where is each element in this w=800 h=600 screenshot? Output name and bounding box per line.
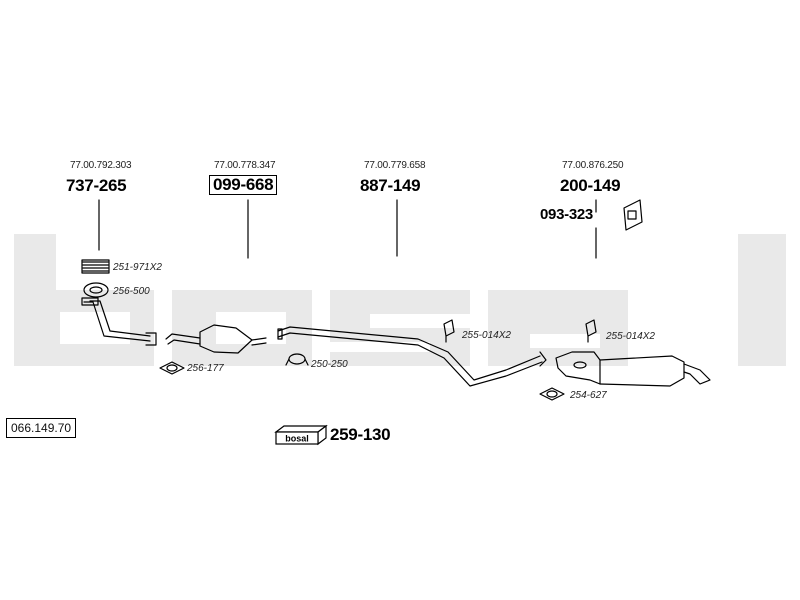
label-bracket-rear: 255-014X2: [606, 331, 655, 342]
clamp-icon: [285, 353, 309, 366]
diagram-reference: 066.149.70: [6, 418, 77, 438]
label-flange-gasket: 256-177: [187, 363, 224, 374]
bracket-middle-icon: [443, 319, 455, 343]
part-number-front-pipe[interactable]: 737-265: [66, 176, 127, 195]
oe-number-3: 77.00.779.658: [364, 160, 426, 171]
catalytic-converter-icon: [165, 324, 267, 354]
front-pipe-icon: [81, 297, 157, 346]
rear-silencer-icon: [555, 351, 711, 387]
part-number-rear-silencer[interactable]: 200-149: [560, 176, 621, 195]
part-number-middle-pipe[interactable]: 887-149: [360, 176, 421, 195]
mounting-kit-logo: bosal: [285, 434, 309, 444]
middle-pipe-icon: [277, 326, 547, 387]
oe-number-4: 77.00.876.250: [562, 160, 624, 171]
mounting-kit-box-icon: bosal: [274, 424, 328, 446]
label-spring: 251-971X2: [113, 262, 162, 273]
label-rear-gasket: 254-627: [570, 390, 607, 401]
oe-number-2: 77.00.778.347: [214, 160, 276, 171]
part-number-mounting-kit[interactable]: 259-130: [330, 425, 391, 444]
rear-gasket-icon: [539, 387, 565, 401]
part-number-rubber-mount[interactable]: 093-323: [540, 206, 593, 223]
gasket-ring-icon: [83, 282, 109, 298]
label-clamp: 250-250: [311, 359, 348, 370]
label-bracket-middle: 255-014X2: [462, 330, 511, 341]
flange-gasket-icon: [159, 361, 185, 375]
part-number-catalytic-converter[interactable]: 099-668: [209, 175, 278, 195]
oe-number-1: 77.00.792.303: [70, 160, 132, 171]
label-gasket-ring: 256-500: [113, 286, 150, 297]
bracket-rear-icon: [585, 319, 597, 343]
rubber-mount-icon: [623, 199, 643, 231]
spring-icon: [81, 259, 110, 274]
